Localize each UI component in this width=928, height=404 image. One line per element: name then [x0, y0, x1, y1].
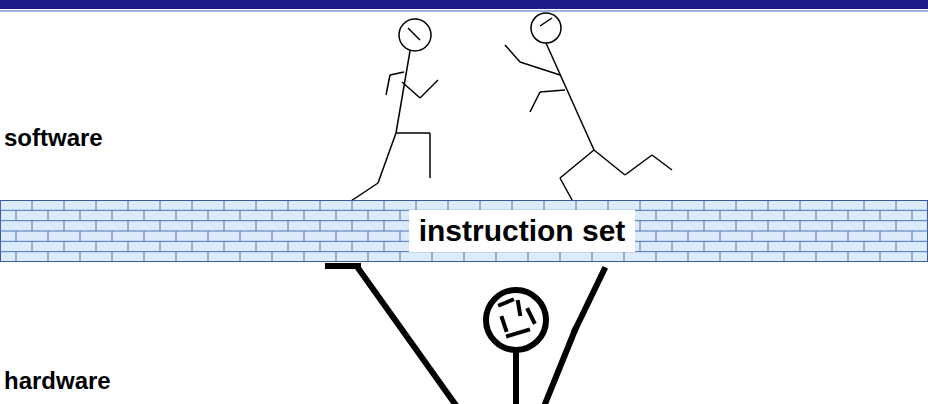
layer-label: software: [4, 124, 103, 152]
holder-figure: [328, 266, 604, 404]
layer-label: hardware: [4, 367, 111, 395]
brick-wall-band: instruction set: [0, 200, 928, 262]
runner-figure: [348, 19, 438, 203]
runner-figure: [505, 13, 672, 200]
title-rule: [0, 10, 928, 12]
band-label: instruction set: [409, 210, 636, 252]
title-bar: [0, 0, 928, 9]
